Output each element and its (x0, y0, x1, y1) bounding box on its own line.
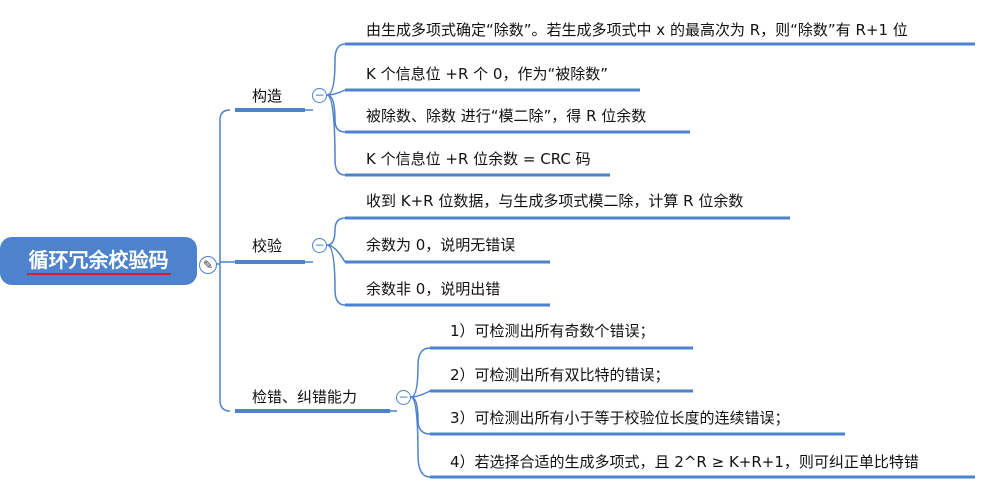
leaf-node[interactable]: 收到 K+R 位数据，与生成多项式模二除，计算 R 位余数 (366, 192, 744, 210)
branch-error-capability[interactable]: 检错、纠错能力 (252, 388, 358, 406)
pencil-icon[interactable]: ✎ (199, 256, 217, 274)
leaf-node[interactable]: K 个信息位 +R 个 0，作为“被除数” (366, 65, 608, 83)
leaf-node[interactable]: 2）可检测出所有双比特的错误； (450, 366, 670, 384)
leaf-node[interactable]: 由生成多项式确定“除数”。若生成多项式中 x 的最高次为 R，则“除数”有 R+… (366, 21, 908, 39)
leaf-node[interactable]: 1）可检测出所有奇数个错误； (450, 322, 655, 340)
leaf-node[interactable]: 被除数、除数 进行“模二除”，得 R 位余数 (366, 107, 647, 125)
leaf-node[interactable]: 3）可检测出所有小于等于校验位长度的连续错误； (450, 409, 790, 427)
collapse-icon[interactable]: − (312, 88, 327, 103)
root-node[interactable]: 循环冗余校验码 (0, 237, 197, 285)
branch-verify[interactable]: 校验 (252, 237, 283, 255)
leaf-node[interactable]: 余数为 0，说明无错误 (366, 236, 516, 254)
leaf-node[interactable]: 余数非 0，说明出错 (366, 280, 501, 298)
branch-construct[interactable]: 构造 (252, 87, 283, 105)
leaf-node[interactable]: K 个信息位 +R 位余数 = CRC 码 (366, 150, 591, 168)
leaf-node[interactable]: 4）若选择合适的生成多项式，且 2^R ≥ K+R+1，则可纠正单比特错 (450, 453, 919, 471)
collapse-icon[interactable]: − (312, 238, 327, 253)
root-label: 循环冗余校验码 (26, 248, 171, 275)
collapse-icon[interactable]: − (396, 390, 411, 405)
